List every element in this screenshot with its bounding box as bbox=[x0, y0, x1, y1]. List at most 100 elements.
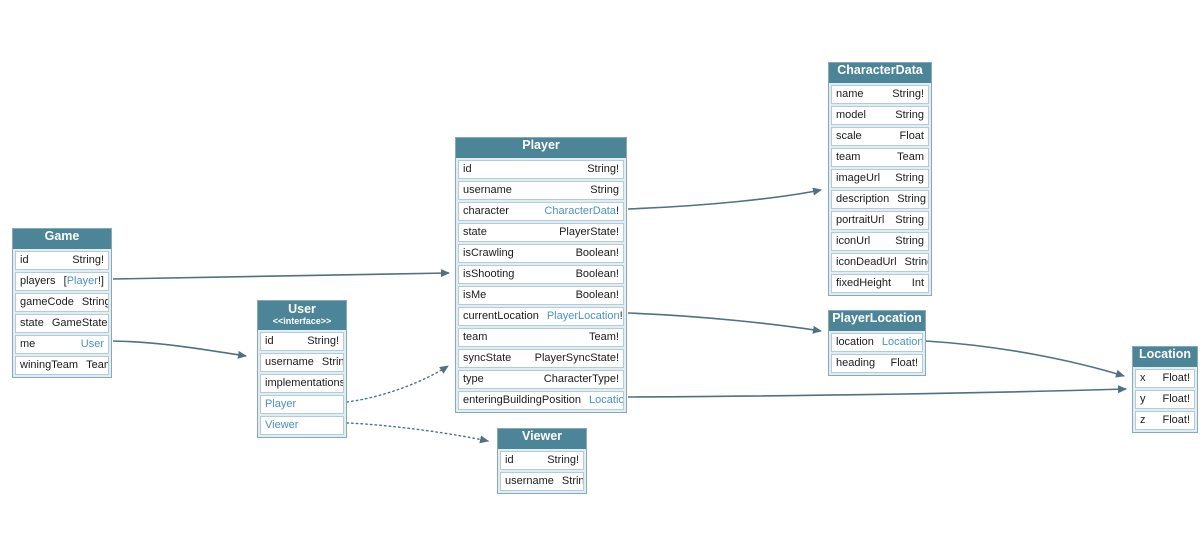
field-type: Location! bbox=[881, 334, 923, 351]
field-name: id bbox=[463, 163, 472, 175]
type-text: String! bbox=[547, 454, 579, 466]
field-row[interactable]: enteringBuildingPositionLocation bbox=[458, 391, 624, 410]
field-name: team bbox=[836, 151, 861, 163]
field-name: scale bbox=[836, 130, 862, 142]
table-header-viewer[interactable]: Viewer bbox=[498, 429, 586, 449]
field-row[interactable]: gameCode String! bbox=[15, 293, 109, 312]
type-link[interactable]: Location bbox=[881, 336, 923, 348]
type-text: String! bbox=[72, 254, 104, 266]
type-link[interactable]: Player bbox=[66, 275, 98, 287]
field-type: String bbox=[562, 473, 583, 490]
field-type: Boolean! bbox=[576, 287, 619, 304]
type-text: String bbox=[895, 172, 924, 184]
table-header-game[interactable]: Game bbox=[13, 229, 111, 249]
edge-game-players bbox=[112, 269, 450, 280]
table-header-user[interactable]: User<<interface>> bbox=[258, 301, 346, 330]
field-name: username bbox=[463, 184, 512, 196]
table-header-location[interactable]: Location bbox=[1133, 347, 1197, 367]
type-text: String! bbox=[81, 296, 108, 308]
field-name: isMe bbox=[463, 289, 487, 301]
field-type: Float! bbox=[890, 355, 918, 372]
field-name: winingTeam bbox=[20, 359, 79, 371]
field-name: currentLocation bbox=[463, 310, 539, 322]
field-row[interactable]: scale Float bbox=[831, 127, 929, 146]
type-link[interactable]: CharacterData bbox=[544, 205, 616, 217]
field-row[interactable]: id String! bbox=[500, 451, 584, 470]
implementation-link[interactable]: Viewer bbox=[265, 419, 299, 431]
field-type: PlayerLocation! bbox=[547, 308, 623, 325]
type-link[interactable]: Location bbox=[589, 394, 624, 406]
field-row[interactable]: username String bbox=[458, 181, 624, 200]
field-row[interactable]: winingTeamTeam bbox=[15, 356, 109, 375]
field-type: String! bbox=[72, 252, 104, 269]
field-row[interactable]: team Team bbox=[831, 148, 929, 167]
table-header-characterdata[interactable]: CharacterData bbox=[829, 63, 931, 83]
field-name: id bbox=[505, 454, 514, 466]
type-table-viewer[interactable]: Viewer id String! username String bbox=[497, 428, 587, 494]
field-type: PlayerSyncState! bbox=[535, 350, 619, 367]
type-link[interactable]: User bbox=[80, 338, 104, 350]
field-name: username bbox=[265, 356, 314, 368]
implementation-link[interactable]: Player bbox=[265, 398, 297, 410]
field-type: Float bbox=[900, 128, 924, 145]
field-row[interactable]: username String bbox=[500, 472, 584, 491]
type-text: Int bbox=[911, 277, 924, 289]
field-name: id bbox=[265, 335, 274, 347]
field-row[interactable]: currentLocation PlayerLocation! bbox=[458, 307, 624, 326]
field-type: CharacterData! bbox=[544, 203, 619, 220]
field-type: GameState! bbox=[51, 315, 109, 332]
type-text: GameState! bbox=[51, 317, 109, 329]
field-row[interactable]: Viewer bbox=[260, 416, 344, 435]
table-title: PlayerLocation bbox=[832, 311, 922, 325]
type-text: Team bbox=[897, 151, 924, 163]
type-text: String bbox=[904, 256, 928, 268]
field-row[interactable]: iconDeadUrlString bbox=[831, 253, 929, 272]
table-header-playerlocation[interactable]: PlayerLocation bbox=[829, 311, 925, 331]
field-name: username bbox=[505, 475, 554, 487]
field-row[interactable]: implementations bbox=[260, 374, 344, 393]
type-text: PlayerSyncState! bbox=[534, 352, 619, 364]
field-row[interactable]: players[Player!] bbox=[15, 272, 109, 291]
field-type: Team bbox=[897, 149, 924, 166]
field-row[interactable]: isMe Boolean! bbox=[458, 286, 624, 305]
field-name: x bbox=[1140, 372, 1146, 384]
field-type: String bbox=[590, 182, 619, 199]
table-header-player[interactable]: Player bbox=[456, 138, 626, 158]
type-link[interactable]: PlayerLocation bbox=[546, 310, 620, 322]
field-name: gameCode bbox=[20, 296, 74, 308]
field-row[interactable]: Player bbox=[260, 395, 344, 414]
table-title: Player bbox=[522, 138, 560, 152]
type-text: Boolean! bbox=[575, 268, 619, 280]
